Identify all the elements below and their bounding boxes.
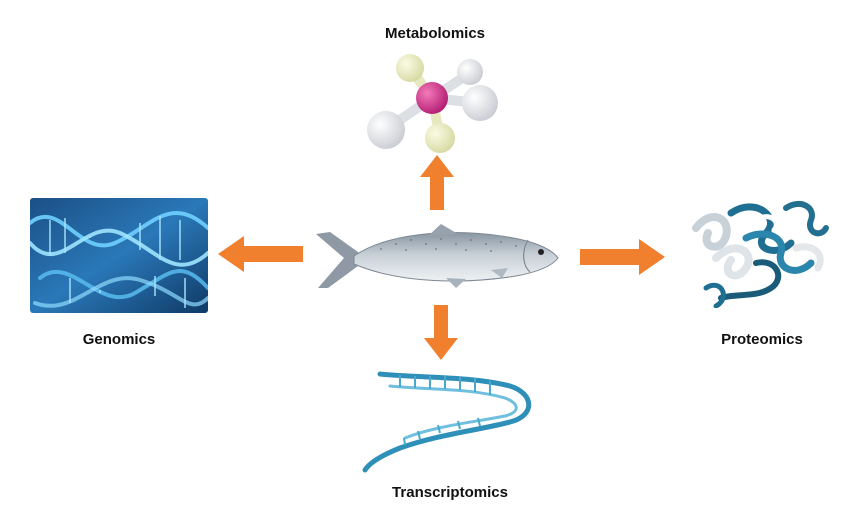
genomics-label: Genomics xyxy=(82,331,156,348)
arrow-left-icon xyxy=(218,236,303,272)
protein-ribbon-icon xyxy=(692,200,829,308)
transcriptomics-label: Transcriptomics xyxy=(392,484,508,501)
proteomics-label: Proteomics xyxy=(721,331,803,348)
molecule-model-icon xyxy=(367,54,498,153)
dna-double-helix-icon xyxy=(30,198,208,313)
metabolomics-label: Metabolomics xyxy=(384,25,486,42)
arrow-down-icon xyxy=(424,305,458,360)
arrow-up-icon xyxy=(420,155,454,210)
rna-strand-icon xyxy=(362,371,532,473)
salmon-fish-icon xyxy=(316,224,559,288)
arrow-right-icon xyxy=(580,239,665,275)
